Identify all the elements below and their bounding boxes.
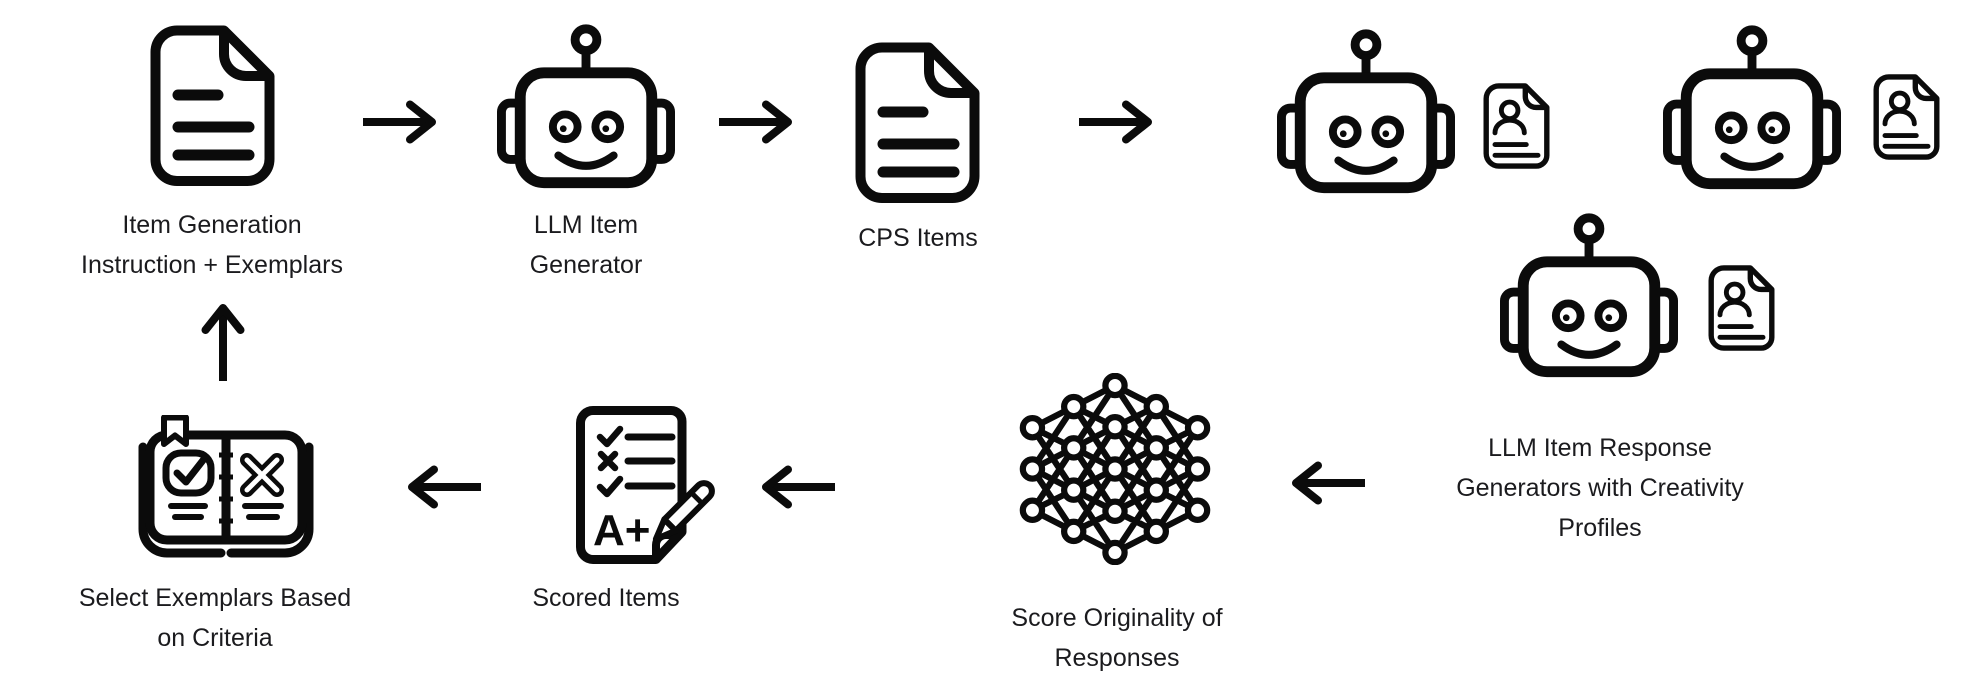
label-cps-items: CPS Items [858,218,977,258]
arrow-llm-item-generator-to-cps-items [716,100,794,144]
label-line: CPS Items [858,224,978,252]
label-line: Select Exemplars Based [78,584,352,612]
label-score-originality: Score Originality of Responses [1011,598,1222,678]
arrow-scored-items-to-select-exemplars [406,465,484,509]
label-line: LLM Item Response [1488,434,1712,462]
label-line: Generator [529,251,643,279]
arrow-score-originality-to-scored-items [760,465,838,509]
label-item-generation: Item Generation Instruction + Exemplars [81,205,343,285]
arrow-cps-items-to-response-generators [1076,100,1154,144]
robot-icon [497,23,675,189]
neural-network-icon [1019,373,1211,565]
label-select-exemplars: Select Exemplars Based on Criteria [79,578,351,658]
graded-checklist-icon: A+ [576,406,715,564]
label-line: Responses [1054,644,1180,672]
label-line: on Criteria [157,624,273,652]
profile-card-icon [1707,264,1776,352]
label-llm-item-generator: LLM Item Generator [530,205,643,285]
robot-icon [1500,212,1678,378]
document-icon [150,25,275,187]
label-line: Scored Items [532,584,680,612]
robot-icon [1663,24,1841,190]
arrow-item-generation-to-llm-item-generator [360,100,438,144]
grade-text: A+ [593,506,650,555]
document-icon [855,42,980,204]
profile-card-icon [1872,73,1941,161]
label-line: Generators with Creativity [1456,474,1744,502]
label-scored-items: Scored Items [532,578,679,618]
label-line: Profiles [1558,514,1642,542]
profile-card-icon [1482,82,1551,170]
label-line: Score Originality of [1011,604,1223,632]
label-line: Item Generation [122,211,302,239]
label-line: Instruction + Exemplars [81,251,343,279]
label-llm-item-response-generators: LLM Item Response Generators with Creati… [1456,428,1744,548]
arrow-response-generators-to-score-originality [1290,461,1368,505]
arrow-select-exemplars-to-item-generation [201,302,245,384]
open-book-icon [138,415,314,558]
label-line: LLM Item [533,211,639,239]
robot-icon [1277,28,1455,194]
